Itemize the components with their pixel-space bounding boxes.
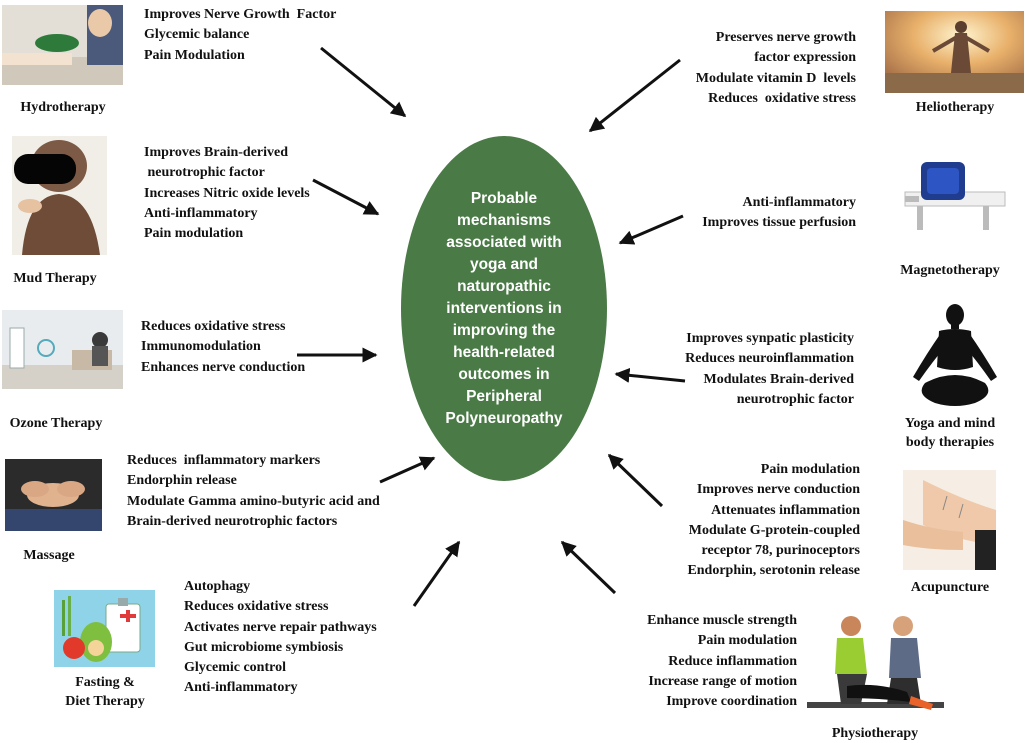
magnetotherapy-photo [903,156,1008,236]
arrow-hydrotherapy [320,46,407,118]
fasting-point: Glycemic control [184,660,286,676]
arrow-massage [379,456,436,484]
arrow-mud [312,178,380,216]
ozone-therapy-points: Reduces oxidative stress Immunomodulatio… [141,317,305,378]
physiotherapy-points: Enhance muscle strength Pain modulation … [647,611,797,712]
helio-point: Reduces oxidative stress [708,90,856,106]
arrow-helio [588,58,681,133]
physiotherapy-illustration [807,612,944,718]
massage-point: Endorphin release [127,473,237,489]
hydrotherapy-point: Improves Nerve Growth Factor [144,7,337,22]
acupuncture-point: Pain modulation [760,462,860,477]
fasting-point: Gut microbiome symbiosis [184,639,344,655]
ozone-therapy-label: Ozone Therapy [9,416,103,431]
mud-point: neurotrophic factor [144,165,265,181]
physio-point: Pain modulation [697,633,797,649]
mud-therapy-photo [12,136,107,255]
physio-point: Improve coordination [666,694,797,710]
arrow-physio [560,540,617,595]
massage-label: Massage [23,548,75,563]
fasting-point: Reduces oxidative stress [184,599,329,615]
ozone-therapy-photo [2,310,123,389]
yoga-point: neurotrophic factor [736,391,854,407]
magneto-point: Improves tissue perfusion [702,215,856,231]
yoga-point: Improves synpatic plasticity [686,331,854,346]
heliotherapy-label: Heliotherapy [915,100,995,115]
fasting-point: Activates nerve repair pathways [184,619,377,635]
hydrotherapy-point: Glycemic balance [144,27,250,43]
ozone-point: Immunomodulation [141,339,261,355]
acupuncture-photo [903,470,996,570]
physiotherapy-label: Physiotherapy [831,726,919,741]
mud-point: Pain modulation [144,226,244,242]
acupuncture-point: Improves nerve conduction [696,482,860,498]
heliotherapy-photo [885,11,1024,93]
arrow-yoga [614,367,686,383]
massage-photo [5,459,102,531]
fasting-diet-points: Autophagy Reduces oxidative stress Activ… [184,577,377,699]
helio-point: Modulate vitamin D levels [695,70,856,86]
hydrotherapy-point: Pain Modulation [144,47,245,63]
helio-point: Preserves nerve growth [715,30,856,45]
physio-point: Increase range of motion [648,673,797,689]
mud-therapy-points: Improves Brain-derived neurotrophic fact… [144,143,310,244]
acupuncture-point: Endorphin, serotonin release [687,563,860,579]
fasting-diet-label: Fasting & Diet Therapy [40,673,170,711]
center-text-box: Probable mechanisms associated with yoga… [401,136,607,481]
acupuncture-point: Modulate G-protein-coupled [688,522,860,538]
yoga-point: Modulates Brain-derived [703,371,855,387]
fasting-label-line2: Diet Therapy [65,694,145,709]
hydrotherapy-label: Hydrotherapy [20,100,106,115]
fasting-label-line1: Fasting & [75,675,135,690]
center-title: Probable mechanisms associated with yoga… [445,189,563,427]
acupuncture-point: Attenuates inflammation [711,502,860,518]
mud-point: Improves Brain-derived [144,145,289,160]
heliotherapy-points: Preserves nerve growth factor expression… [696,28,856,109]
massage-points: Reduces inflammatory markers Endorphin r… [127,451,380,532]
yoga-label-line2: body therapies [905,435,995,450]
massage-point: Reduces inflammatory markers [127,453,321,468]
helio-point: factor expression [754,50,856,66]
mud-point: Increases Nitric oxide levels [144,185,310,201]
arrow-fasting [412,540,461,607]
ozone-point: Enhances nerve conduction [141,359,306,375]
center-ellipse [401,136,607,481]
yoga-figure [905,303,1005,409]
acupuncture-point: receptor 78, purinoceptors [701,543,860,559]
yoga-label-line1: Yoga and mind [904,416,996,431]
fasting-point: Autophagy [184,579,251,594]
physio-point: Reduce inflammation [668,653,797,669]
massage-point: Brain-derived neurotrophic factors [127,513,338,529]
magnetotherapy-points: Anti-inflammatory Improves tissue perfus… [702,193,856,234]
massage-point: Modulate Gamma amino-butyric acid and [127,493,380,509]
hydrotherapy-photo [2,5,123,85]
mud-therapy-label: Mud Therapy [13,271,97,286]
mud-point: Anti-inflammatory [144,205,258,221]
arrow-acupuncture [607,453,664,508]
magneto-point: Anti-inflammatory [742,195,856,210]
physio-point: Enhance muscle strength [647,613,797,628]
yoga-label: Yoga and mind body therapies [890,414,1010,452]
yoga-points: Improves synpatic plasticity Reduces neu… [685,329,854,410]
ozone-point: Reduces oxidative stress [141,319,286,334]
hydrotherapy-points: Improves Nerve Growth Factor Glycemic ba… [144,5,336,66]
yoga-point: Reduces neuroinflammation [685,351,854,367]
magnetotherapy-label: Magnetotherapy [900,263,1000,278]
fasting-point: Anti-inflammatory [184,680,298,696]
acupuncture-points: Pain modulation Improves nerve conductio… [687,460,860,582]
arrow-magneto [618,214,684,245]
acupuncture-label: Acupuncture [910,580,990,595]
fasting-diet-photo [54,590,155,667]
